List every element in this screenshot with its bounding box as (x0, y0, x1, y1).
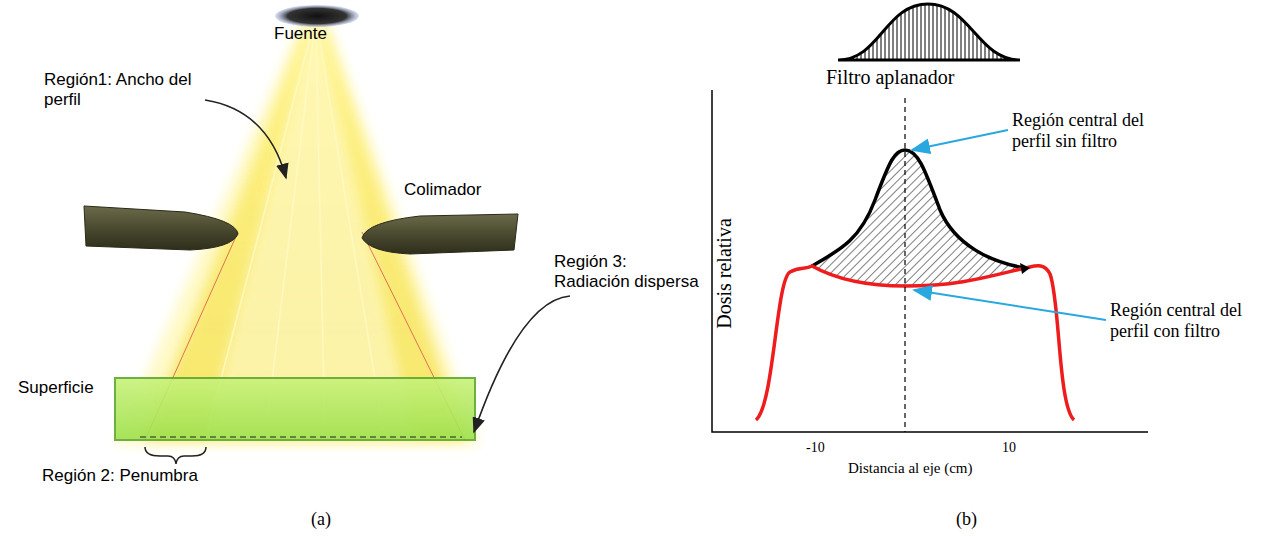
source-label: Fuente (274, 24, 327, 44)
collimator-left (84, 206, 238, 250)
leader (914, 290, 1106, 320)
profile-with-filter (756, 266, 1074, 420)
surface (115, 378, 475, 440)
profile-without-filter (812, 150, 1025, 268)
hatched-area (812, 150, 1025, 286)
annotation: Región central del perfil con filtro (1110, 300, 1250, 341)
dashed-line (140, 436, 462, 437)
panel-label: (b) (956, 509, 977, 530)
source (275, 5, 359, 27)
part-label: Colimador (404, 180, 481, 200)
region-label: Región 3: Radiación dispersa (554, 252, 704, 291)
leader (474, 296, 570, 432)
flattening-filter (838, 4, 1020, 60)
axis-title: Dosis relativa (712, 218, 735, 329)
panel-label: (a) (311, 509, 331, 530)
central-axis (904, 98, 905, 432)
annotation: Región central del perfil sin filtro (1012, 110, 1152, 151)
region-label: Región 2: Penumbra (42, 466, 198, 486)
leader (912, 130, 1008, 150)
region-label: Región1: Ancho del perfil (44, 70, 214, 109)
collimator-right (362, 214, 518, 254)
leader (205, 100, 286, 178)
bracket (145, 447, 206, 464)
part-label: Filtro aplanador (826, 66, 954, 89)
axis-title: Distancia al eje (cm) (848, 460, 973, 477)
part-label: Superficie (18, 378, 94, 398)
tick-label: 10 (1002, 440, 1016, 456)
tick-label: -10 (806, 440, 825, 456)
